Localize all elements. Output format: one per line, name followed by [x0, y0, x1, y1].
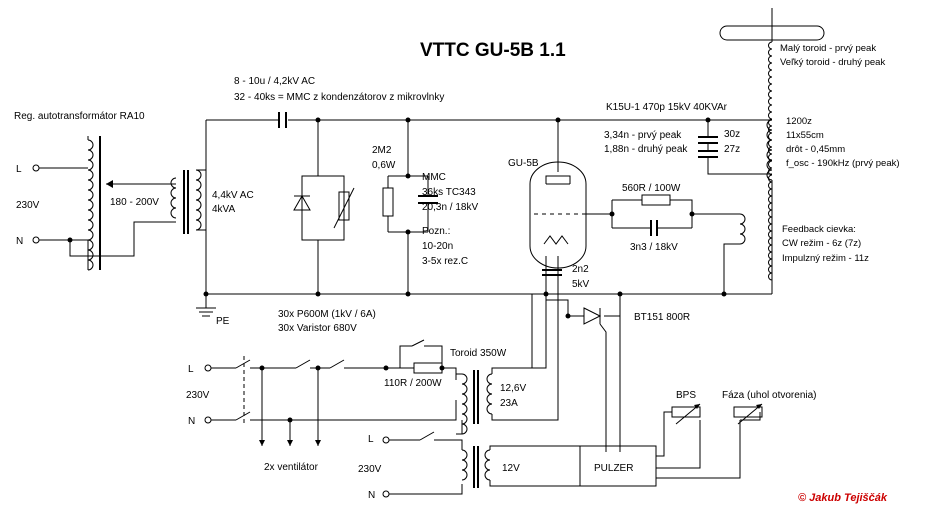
ground-icon [196, 294, 216, 317]
mmc-label-1: MMC [422, 172, 446, 183]
scr-thyristor: BT151 800R [558, 294, 690, 452]
copyright-text: © Jakub Tejiščák [798, 492, 888, 504]
soft-start-label: 110R / 200W [384, 378, 442, 389]
secondary-label-2: 11x55cm [786, 130, 824, 141]
toroid-transformer-label: Toroid 350W [450, 348, 507, 359]
tube-label: GU-5B [508, 158, 539, 169]
tank-capacitor: K15U-1 470p 15kV 40KVAr 3,34n - prvý pea… [604, 102, 772, 175]
terminal2-n [204, 416, 212, 424]
filament-voltage-label: 12,6V [500, 383, 526, 394]
note-label-1: Pozn.: [422, 226, 450, 237]
tank-label-3: 30z [724, 129, 740, 140]
note-label-2: 10-20n [422, 241, 453, 252]
mains-230-label: 230V [16, 200, 40, 211]
ctrl-n-label: N [368, 490, 375, 501]
fil-cap-label-1: 2n2 [572, 264, 589, 275]
ctrl-12v-label: 12V [502, 463, 520, 474]
control-supply: L 230V N 12V [358, 431, 580, 501]
ctrl-l-label: L [368, 434, 374, 445]
pulser-label: PULZER [594, 463, 633, 474]
switch-n [211, 411, 290, 421]
mmc-label-3: 20,3n / 18kV [422, 202, 478, 213]
mains-n-label: N [16, 236, 23, 247]
cap-spec-2: 32 - 40ks = MMC z kondenzátorov z mikrov… [234, 92, 444, 103]
secondary-label-1: 1200z [786, 116, 812, 127]
hv-transformer-power: 4kVA [212, 204, 235, 215]
range-label: 180 - 200V [110, 197, 159, 208]
pulser-unit: PULZER BPS Fáza (uhol otvorenia) [579, 390, 817, 487]
secondary-label-4: f_osc - 190kHz (prvý peak) [786, 158, 900, 169]
cap-spec-1: 8 - 10u / 4,2kV AC [234, 76, 315, 87]
protection-block: 30x P600M (1kV / 6A) 30x Varistor 680V [278, 120, 376, 334]
toroid-label-1: Malý toroid - prvý peak [780, 43, 876, 54]
feedback-label-1: Feedback cievka: [782, 224, 856, 235]
mains2-230-label: 230V [186, 390, 210, 401]
bleeder-label-2: 0,6W [372, 160, 396, 171]
grid-cap-label: 3n3 / 18kV [630, 242, 678, 253]
tube-gu5b: GU-5B 2n2 5kV [508, 120, 612, 369]
mmc-block: 2M2 0,6W MMC 36ks TC343 20,3n / 18kV Poz… [372, 120, 478, 294]
terminal2-l [204, 364, 212, 372]
filament-supply: L 230V N 2x ventilátor 110R / 200W Toroi… [186, 294, 559, 473]
tank-label-2: 1,88n - druhý peak [604, 144, 688, 155]
protection-label-2: 30x Varistor 680V [278, 323, 357, 334]
scr-label: BT151 800R [634, 312, 690, 323]
mains-l-label: L [16, 164, 22, 175]
toroid-label-2: Veľký toroid - druhý peak [780, 57, 885, 68]
ctrl-230-label: 230V [358, 464, 382, 475]
fans-label: 2x ventilátor [264, 462, 319, 473]
tesla-coil: Malý toroid - prvý peak Veľký toroid - d… [719, 8, 900, 295]
terminal-n [32, 236, 40, 244]
diagram-title: VTTC GU-5B 1.1 [420, 40, 566, 61]
terminal3-l [382, 436, 390, 444]
terminal3-n [382, 490, 390, 498]
filament-current-label: 23A [500, 398, 518, 409]
phase-label: Fáza (uhol otvorenia) [722, 390, 817, 401]
mmc-label-2: 36ks TC343 [422, 187, 476, 198]
hv-transformer-voltage: 4,4kV AC [212, 190, 254, 201]
hv-transformer: 4,4kV AC 4kVA [170, 169, 254, 234]
feedback-label-3: Impulzný režim - 11z [782, 253, 869, 264]
switch-l [211, 359, 262, 369]
tank-label-4: 27z [724, 144, 740, 155]
note-label-3: 3-5x rez.C [422, 256, 468, 267]
terminal-l [32, 164, 40, 172]
mains2-n-label: N [188, 416, 195, 427]
protection-label-1: 30x P600M (1kV / 6A) [278, 309, 376, 320]
grid-network: 560R / 100W 3n3 / 18kV [609, 183, 746, 294]
grid-res-label: 560R / 100W [622, 183, 681, 194]
bps-label: BPS [676, 390, 696, 401]
ground-rail: PE [196, 291, 772, 327]
autotransformer: 180 - 200V [69, 136, 176, 271]
feedback-label-2: CW režim - 6z (7z) [782, 238, 861, 249]
mains-input: Reg. autotransformátor RA10 L 230V N [14, 111, 145, 247]
secondary-label-3: drôt - 0,45mm [786, 144, 845, 155]
tank-label-1: 3,34n - prvý peak [604, 130, 682, 141]
mains2-l-label: L [188, 364, 194, 375]
bleeder-label-1: 2M2 [372, 145, 392, 156]
autotransformer-label: Reg. autotransformátor RA10 [14, 111, 145, 122]
tank-cap-label: K15U-1 470p 15kV 40KVAr [606, 102, 728, 113]
pe-label: PE [216, 316, 230, 327]
fil-cap-label-2: 5kV [572, 279, 590, 290]
